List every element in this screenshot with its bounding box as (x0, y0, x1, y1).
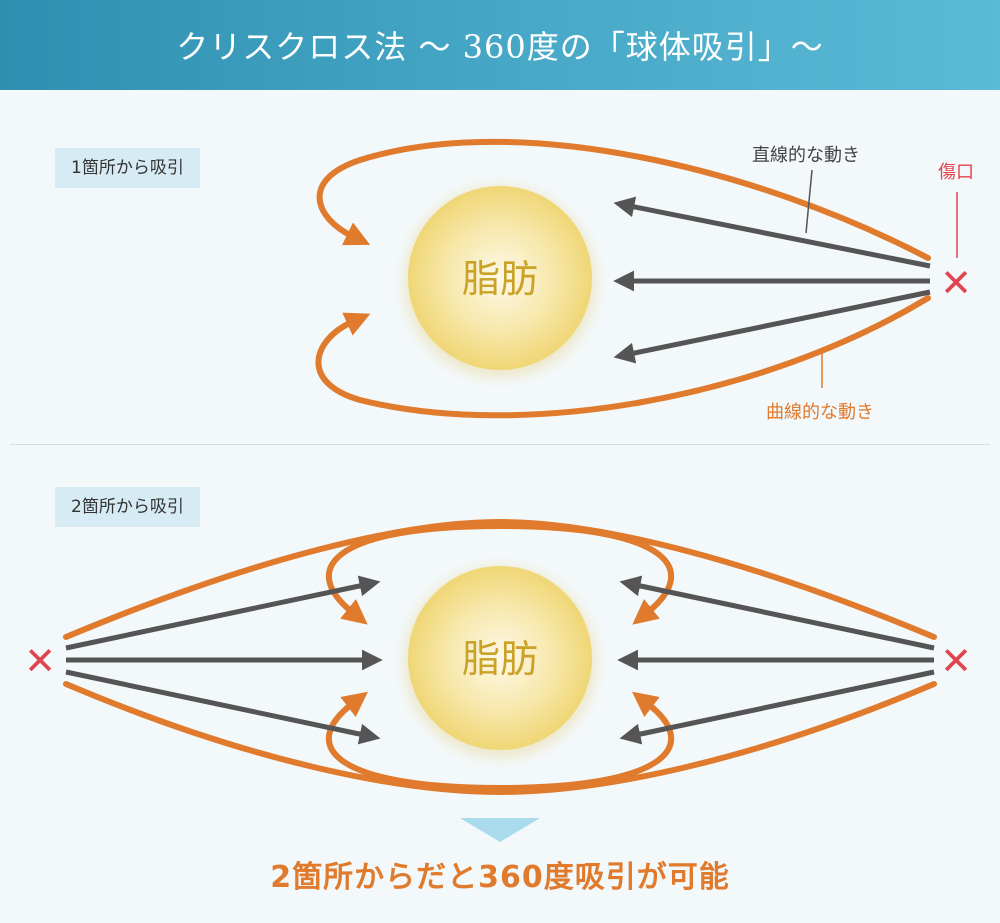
fat-sphere (408, 186, 592, 370)
header-banner: クリスクロス法 ～ 360度の「球体吸引」～ (0, 0, 1000, 90)
straight-arrow-top (613, 196, 931, 269)
wound-x-icon: ✕ (940, 261, 972, 305)
section1-diagram: 脂肪 直線的な動き 曲線的な動き 傷口 ✕ (315, 138, 974, 423)
fat-label: 脂肪 (462, 257, 538, 301)
wound-x-icon-left: ✕ (24, 639, 56, 683)
section2-label: 2箇所から吸引 (55, 487, 200, 527)
outer-arc-top (63, 518, 937, 640)
curved-path-top (316, 138, 931, 261)
hook-bottom-left (325, 691, 503, 791)
section2-diagram: 脂肪 ✕ ✕ (24, 518, 972, 796)
wound-label: 傷口 (938, 162, 974, 183)
right-arrow-bottom (619, 669, 935, 745)
hook-bottom-right (497, 691, 675, 791)
page-title: クリスクロス法 ～ 360度の「球体吸引」～ (176, 28, 824, 66)
fat-sphere-2 (408, 566, 592, 750)
outer-arc-bottom (63, 681, 937, 796)
left-arrow-top (65, 575, 381, 651)
right-arrow-top (619, 575, 935, 651)
fat-label-2: 脂肪 (462, 637, 538, 681)
wound-x-icon-right: ✕ (940, 639, 972, 683)
down-triangle-icon (460, 818, 540, 842)
hook-top-left (325, 523, 503, 625)
curved-path-bottom (315, 295, 931, 419)
conclusion-text: 2箇所からだと360度吸引が可能 (270, 860, 730, 895)
straight-motion-leader (805, 169, 813, 234)
curved-motion-label: 曲線的な動き (766, 402, 874, 423)
left-arrow-bottom (65, 669, 381, 745)
hook-top-right (497, 523, 675, 625)
straight-arrow-bottom (613, 289, 931, 364)
section1-label: 1箇所から吸引 (55, 148, 200, 188)
straight-motion-label: 直線的な動き (752, 145, 860, 166)
section-divider (10, 444, 990, 445)
